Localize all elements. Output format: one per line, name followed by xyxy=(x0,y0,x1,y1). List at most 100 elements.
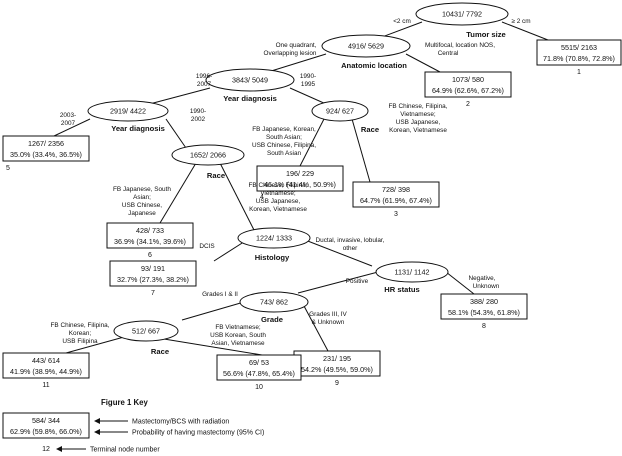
terminal-number: 4 xyxy=(260,194,264,201)
edge-label-race1-right: FB Chinese, Filipina,Vietnamese;USB Japa… xyxy=(389,103,448,134)
node-race-1: 924/ 627 Race xyxy=(311,100,379,134)
node-variable: Race xyxy=(151,347,169,356)
terminal-counts: 388/ 280 xyxy=(470,297,498,306)
node-year-diagnosis-2: 2919/ 4422 Year diagnosis xyxy=(87,100,169,133)
figure-key: Figure 1 Key 584/ 344 62.9% (59.8%, 66.0… xyxy=(2,398,264,454)
node-variable: Race xyxy=(207,171,225,180)
edge-histology-to-hr xyxy=(299,237,373,267)
terminal-counts: 231/ 195 xyxy=(323,354,351,363)
node-anatomic-location: 4916/ 5629 Anatomic location xyxy=(321,34,411,70)
terminal-number: 3 xyxy=(394,211,398,218)
terminal-number: 7 xyxy=(151,290,155,297)
edge-race1-to-t4 xyxy=(299,118,325,167)
terminal-probability: 32.7% (27.3%, 38.2%) xyxy=(117,275,189,284)
terminal-probability: 64.9% (62.6%, 67.2%) xyxy=(432,86,504,95)
terminal-counts: 728/ 398 xyxy=(382,185,410,194)
edge-label-race1-left: FB Japanese, Korean,South Asian;USB Chin… xyxy=(252,126,316,157)
terminal-node-8: 388/ 280 58.1% (54.3%, 61.8%) 8 xyxy=(440,293,528,330)
key-probability-description: Probability of having mastectomy (95% CI… xyxy=(132,430,264,437)
terminal-counts: 93/ 191 xyxy=(141,264,165,273)
node-counts: 1652/ 2066 xyxy=(190,151,226,160)
node-variable: Histology xyxy=(255,253,290,262)
node-variable: Grade xyxy=(261,315,283,324)
terminal-node-11: 443/ 614 41.9% (38.9%, 44.9%) 11 xyxy=(2,352,90,389)
edge-hr-to-grade xyxy=(297,271,379,294)
edge-race2-to-histology xyxy=(219,162,255,231)
key-probability: 62.9% (59.8%, 66.0%) xyxy=(10,427,82,436)
terminal-probability: 35.0% (33.4%, 36.5%) xyxy=(10,150,82,159)
terminal-probability: 46.1% (41.4%, 50.9%) xyxy=(264,180,336,189)
edge-label-one-quadrant: One quadrant,Overlapping lesion xyxy=(264,42,317,57)
terminal-node-1: 5515/ 2163 71.8% (70.8%, 72.8%) 1 xyxy=(536,39,622,76)
terminal-node-4: 196/ 229 46.1% (41.4%, 50.9%) 4 xyxy=(256,165,344,201)
edge-tumor-to-t1 xyxy=(501,21,549,41)
edge-race1-to-t3 xyxy=(351,118,371,183)
edge-label-race2-right: FB Chinese, Filipina,Vietnamese;USB Japa… xyxy=(249,182,308,213)
terminal-node-6: 428/ 733 36.9% (34.1%, 39.6%) 6 xyxy=(106,222,194,259)
edge-anatomic-to-t2 xyxy=(405,53,441,73)
edge-year1-to-race1 xyxy=(289,87,327,105)
node-counts: 512/ 667 xyxy=(132,327,160,336)
terminal-number: 8 xyxy=(482,323,486,330)
edge-race2-to-t6 xyxy=(159,162,197,224)
terminal-probability: 41.9% (38.9%, 44.9%) xyxy=(10,367,82,376)
node-variable: Anatomic location xyxy=(341,61,407,70)
key-number: 12 xyxy=(42,446,50,453)
terminal-counts: 428/ 733 xyxy=(136,226,164,235)
tree-edges xyxy=(53,21,549,356)
node-counts: 10431/ 7792 xyxy=(442,10,482,19)
terminal-probability: 64.7% (61.9%, 67.4%) xyxy=(360,196,432,205)
node-variable: Tumor size xyxy=(466,30,506,39)
node-counts: 2919/ 4422 xyxy=(110,107,146,116)
edge-label-ductal: Ductal, invasive, lobular,other xyxy=(316,237,385,252)
edge-year2-to-t5 xyxy=(53,118,91,137)
terminal-node-10: 69/ 53 56.6% (47.8%, 65.4%) 10 xyxy=(216,354,302,391)
node-race-3: 512/ 667 Race xyxy=(113,320,179,356)
terminal-number: 10 xyxy=(255,384,263,391)
terminal-number: 6 xyxy=(148,252,152,259)
terminal-probability: 58.1% (54.3%, 61.8%) xyxy=(448,308,520,317)
node-counts: 4916/ 5629 xyxy=(348,42,384,51)
node-histology: 1224/ 1333 Histology xyxy=(237,227,311,262)
edge-labels: <2 cm ≥ 2 cm One quadrant,Overlapping le… xyxy=(51,18,531,347)
edge-grade-to-t9 xyxy=(303,305,329,352)
terminal-node-2: 1073/ 580 64.9% (62.6%, 67.2%) 2 xyxy=(424,71,512,108)
edge-label-2003-2007: 2003-2007 xyxy=(60,112,76,127)
node-grade: 743/ 862 Grade xyxy=(239,291,309,324)
key-title: Figure 1 Key xyxy=(101,398,148,407)
node-variable: Race xyxy=(361,125,379,134)
edge-label-positive: Positive xyxy=(346,278,369,285)
node-race-2: 1652/ 2066 Race xyxy=(171,144,245,180)
node-variable: Year diagnosis xyxy=(223,94,277,103)
edge-hr-to-t8 xyxy=(445,271,475,295)
edge-label-1990-2002: 1990-2002 xyxy=(190,108,206,123)
terminal-nodes: 5515/ 2163 71.8% (70.8%, 72.8%) 1 1073/ … xyxy=(2,39,622,391)
terminal-probability: 56.6% (47.8%, 65.4%) xyxy=(223,369,295,378)
node-variable: Year diagnosis xyxy=(111,124,165,133)
terminal-number: 1 xyxy=(577,69,581,76)
edge-race3-to-t10 xyxy=(163,338,263,356)
edge-grade-to-race3 xyxy=(181,301,245,321)
internal-nodes: 10431/ 7792 Tumor size 4916/ 5629 Anatom… xyxy=(87,2,509,356)
edge-label-grades-1-2: Grades I & II xyxy=(202,291,238,298)
terminal-probability: 36.9% (34.1%, 39.6%) xyxy=(114,237,186,246)
terminal-number: 9 xyxy=(335,380,339,387)
terminal-node-5: 1267/ 2356 35.0% (33.4%, 36.5%) 5 xyxy=(2,135,90,172)
terminal-node-9: 231/ 195 54.2% (49.5%, 59.0%) 9 xyxy=(293,350,381,387)
edge-label-1996-2007: 1996-2007 xyxy=(196,73,212,88)
terminal-probability: 54.2% (49.5%, 59.0%) xyxy=(301,365,373,374)
edge-race3-to-t11 xyxy=(65,336,125,354)
terminal-probability: 71.8% (70.8%, 72.8%) xyxy=(543,54,615,63)
edge-label-dcis: DCIS xyxy=(199,243,214,250)
edge-label-lt2cm: <2 cm xyxy=(393,18,411,25)
key-counts-description: Mastectomy/BCS with radiation xyxy=(132,419,229,426)
edge-year2-to-race2 xyxy=(165,118,187,149)
key-number-description: Terminal node number xyxy=(90,447,160,454)
edge-label-negative: Negative,Unknown xyxy=(469,275,500,290)
edge-anatomic-to-year1 xyxy=(267,53,327,73)
node-year-diagnosis-1: 3843/ 5049 Year diagnosis xyxy=(205,68,295,103)
node-counts: 743/ 862 xyxy=(260,298,288,307)
edge-label-race3-left: FB Chinese, Filipina,Korean;USB Filipina xyxy=(51,322,110,345)
